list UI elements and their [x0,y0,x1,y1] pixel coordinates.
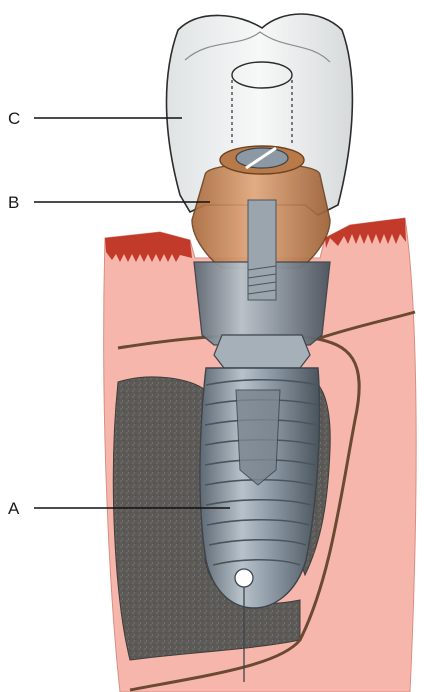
label-b: B [8,193,19,212]
implant-apex-ball [235,569,253,587]
label-a: A [8,499,20,518]
implant-hex [214,335,310,368]
implant-inner-channel [236,390,280,485]
label-c: C [8,109,20,128]
